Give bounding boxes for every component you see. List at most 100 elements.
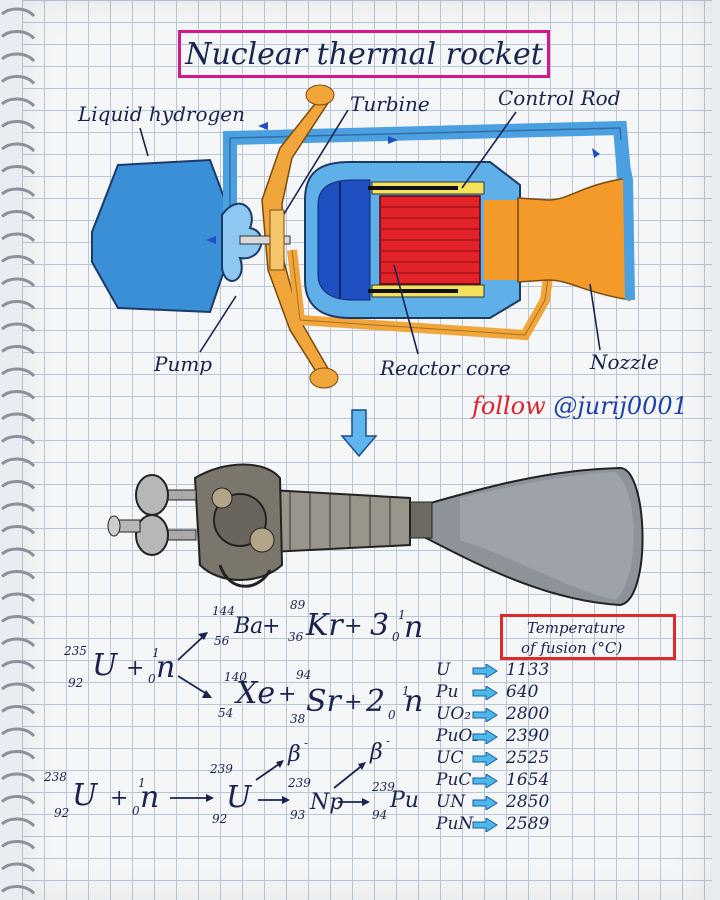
np-num: 93 (290, 808, 306, 822)
temp-substance: PuO₂ (436, 726, 480, 746)
eq2-u: U (72, 778, 98, 813)
spiral-ring (1, 682, 36, 693)
spiral-ring (1, 525, 36, 535)
beta1: β (288, 742, 301, 767)
temp-value: 2589 (506, 814, 550, 834)
spiral-ring (1, 7, 36, 18)
n3-sym: n (404, 610, 424, 645)
arrow-right-icon (472, 708, 498, 722)
n2-num: 0 (388, 708, 396, 722)
eq2-n: n (140, 780, 160, 815)
kr-num: 36 (288, 630, 304, 644)
u239: U (226, 780, 252, 815)
kr-sym: Kr (306, 608, 343, 643)
spiral-ring (1, 30, 36, 40)
temp-value: 2390 (506, 726, 550, 746)
kr-mass: 89 (290, 598, 306, 612)
eq1-n-mass: 1 (152, 646, 160, 660)
spiral-ring (1, 772, 36, 783)
u239-mass: 239 (210, 762, 233, 776)
spiral-ring (1, 615, 36, 625)
ba-mass: 144 (212, 604, 235, 618)
eq1-u: U (92, 648, 118, 683)
label-liquid-hydrogen: Liquid hydrogen (78, 102, 246, 126)
spiral-ring (1, 345, 36, 355)
sr-num: 38 (290, 712, 306, 726)
ba-num: 56 (214, 634, 230, 648)
temp-substance: PuN (436, 814, 474, 834)
spiral-ring (1, 637, 36, 648)
temp-value: 1654 (506, 770, 550, 790)
spiral-ring (1, 817, 36, 828)
spiral-ring (1, 412, 36, 423)
u239-num: 92 (212, 812, 228, 826)
spiral-ring (1, 547, 36, 558)
follow-credit: follow @jurij0001 (472, 392, 688, 420)
spiral-ring (1, 277, 36, 288)
eq1-u-mass: 235 (64, 644, 87, 658)
arrow-right-icon (472, 730, 498, 744)
follow-handle[interactable]: @jurij0001 (553, 392, 688, 420)
temp-substance: UC (436, 748, 464, 768)
sr-sym: Sr (306, 684, 341, 719)
spiral-ring (1, 210, 36, 220)
spiral-ring (1, 727, 36, 738)
temp-value: 2525 (506, 748, 550, 768)
xe-sym: Xe (236, 676, 276, 711)
temp-header-line2: of fusion (°C) (521, 639, 623, 657)
temp-value: 1133 (506, 660, 550, 680)
temp-value: 2850 (506, 792, 550, 812)
label-pump: Pump (154, 352, 213, 376)
arrow-right-icon (472, 774, 498, 788)
eq1-u-num: 92 (68, 676, 84, 690)
spiral-ring (1, 232, 36, 243)
spiral-ring (1, 435, 36, 445)
hydrogen-tank (91, 158, 226, 314)
down-arrow (340, 409, 378, 458)
spiral-ring (1, 322, 36, 333)
eq2-n-num: 0 (132, 804, 140, 818)
spiral-ring (1, 660, 36, 670)
spiral-ring (1, 795, 36, 805)
n3-num: 0 (392, 630, 400, 644)
n2-coef: 2 (366, 684, 386, 719)
arrow-right-icon (472, 752, 498, 766)
spiral-binding (1, 7, 36, 895)
label-nozzle: Nozzle (590, 350, 659, 374)
spiral-ring (1, 255, 36, 265)
eq2-u-num: 92 (54, 806, 70, 820)
temp-substance: UO₂ (436, 704, 472, 724)
follow-word: follow (472, 392, 546, 420)
eq2-plus: + (110, 786, 129, 811)
np: Np (310, 790, 344, 815)
temp-substance: U (436, 660, 451, 680)
ba-sym: Ba (234, 614, 264, 639)
diagram-title: Nuclear thermal rocket (185, 37, 543, 72)
title-box: Nuclear thermal rocket (178, 30, 550, 78)
spiral-ring (1, 502, 36, 513)
spiral-ring (1, 570, 36, 580)
np-mass: 239 (288, 776, 311, 790)
arrow-right-icon (472, 686, 498, 700)
xe-num: 54 (218, 706, 234, 720)
temp-value: 2800 (506, 704, 550, 724)
pu-num: 94 (372, 808, 388, 822)
notebook-page (22, 0, 712, 900)
spiral-ring (1, 75, 36, 85)
temp-substance: PuC (436, 770, 472, 790)
spiral-ring (1, 840, 36, 850)
spiral-ring (1, 457, 36, 468)
arrow-right-icon (472, 818, 498, 832)
xe-mass: 140 (224, 670, 247, 684)
spiral-ring (1, 165, 36, 175)
nozzle (517, 177, 631, 301)
n2-mass: 1 (402, 684, 410, 698)
sr-mass: 94 (296, 668, 312, 682)
n3-mass: 1 (398, 608, 406, 622)
spiral-ring (1, 592, 36, 603)
label-turbine: Turbine (350, 92, 430, 116)
spiral-ring (1, 750, 36, 760)
n2-sym: n (404, 684, 424, 719)
label-reactor-core: Reactor core (380, 356, 511, 380)
